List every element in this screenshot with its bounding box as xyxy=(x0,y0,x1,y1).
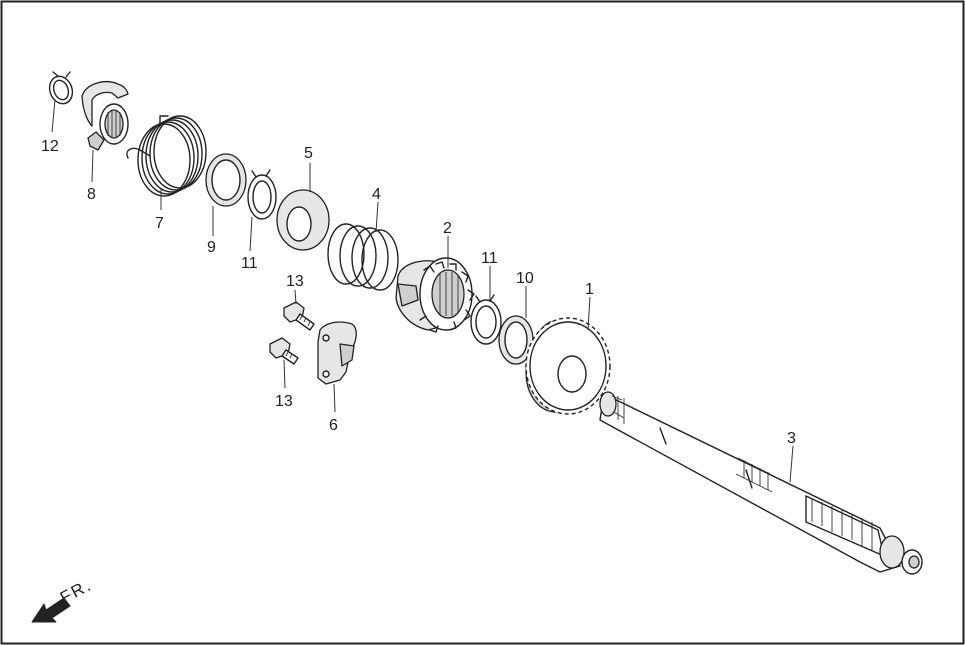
callout-11-right: 11 xyxy=(481,250,498,267)
callout-6: 6 xyxy=(329,417,338,434)
callout-10: 10 xyxy=(516,270,534,287)
part-10-washer xyxy=(498,315,534,365)
callout-8: 8 xyxy=(87,186,96,203)
part-5-washer xyxy=(276,189,330,251)
leader-lines xyxy=(51,99,794,483)
part-4-spring xyxy=(327,223,399,291)
callout-13-upper: 13 xyxy=(286,273,304,290)
part-1-idle-gear xyxy=(525,317,611,415)
callout-7: 7 xyxy=(155,215,164,232)
callout-1: 1 xyxy=(585,281,594,298)
part-2-starter-ratchet xyxy=(395,257,475,333)
part-11-circlip-left xyxy=(247,169,277,220)
callout-13-lower: 13 xyxy=(275,393,293,410)
part-13-bolt-lower xyxy=(269,337,299,365)
part-8-ratchet-guide xyxy=(81,81,129,151)
part-6-stopper-plate xyxy=(317,321,357,385)
part-7-kick-spring xyxy=(126,115,207,197)
part-11-circlip-right xyxy=(470,294,502,345)
callout-2: 2 xyxy=(443,220,452,237)
callout-9: 9 xyxy=(207,239,216,256)
part-12-circlip xyxy=(48,71,74,105)
callout-labels: 1 2 3 4 5 6 7 8 9 10 11 11 12 13 13 xyxy=(41,138,796,447)
part-3-starter-shaft xyxy=(599,391,923,575)
callout-3: 3 xyxy=(787,430,796,447)
callout-12: 12 xyxy=(41,138,59,155)
part-9-washer xyxy=(205,153,247,207)
callout-5: 5 xyxy=(304,145,313,162)
callout-4: 4 xyxy=(372,186,381,203)
callout-11-left: 11 xyxy=(241,255,258,272)
front-arrow-icon xyxy=(31,597,71,623)
